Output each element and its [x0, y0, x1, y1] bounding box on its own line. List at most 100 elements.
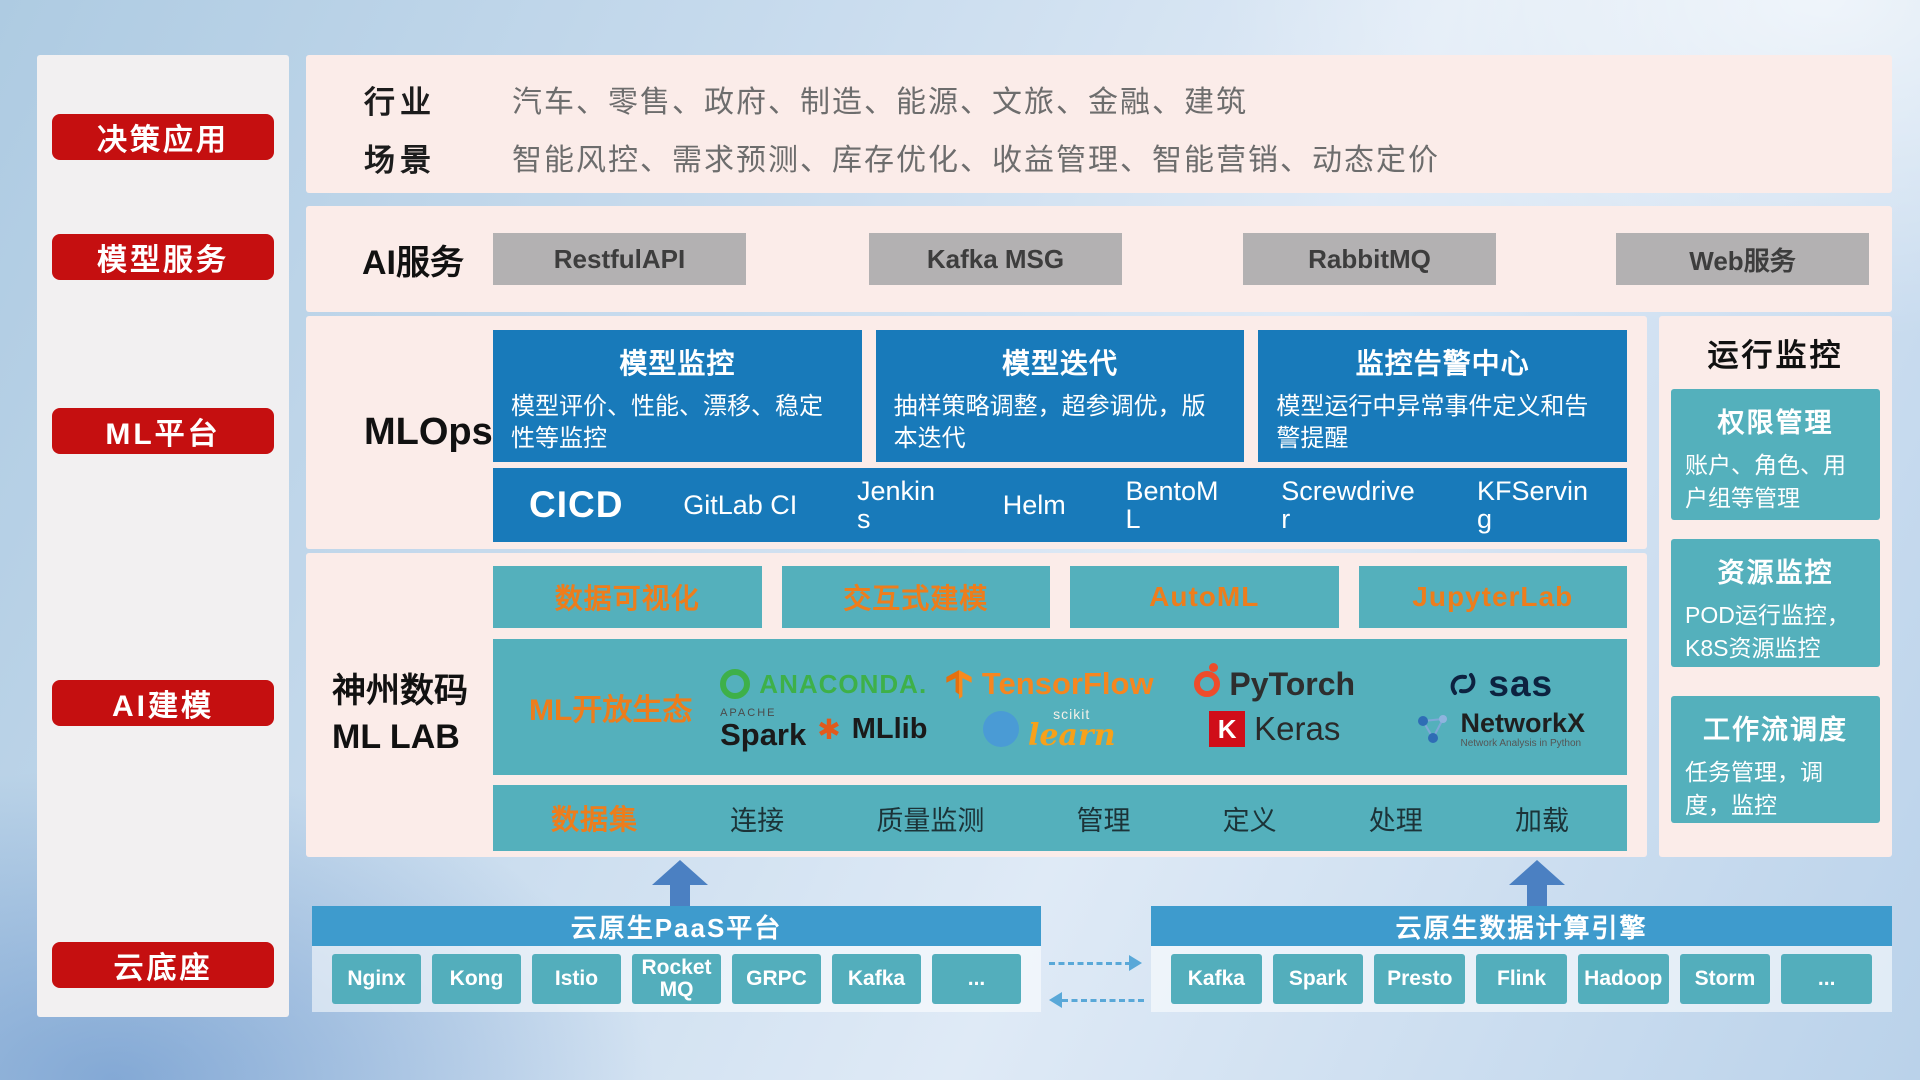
cicd-item-gitlab: GitLab CI [683, 489, 798, 520]
web-service-button: Web服务 [1616, 233, 1869, 285]
rabbitmq-button: RabbitMQ [1243, 233, 1496, 285]
dashed-arrow-left-head [1049, 992, 1062, 1008]
cicd-label: CICD [529, 484, 624, 525]
workflow-schedule-card: 工作流调度 任务管理，调度，监控 [1671, 696, 1880, 823]
ai-service-band: AI服务 RestfulAPI Kafka MSG RabbitMQ Web服务 [306, 206, 1892, 312]
networkx-wordmark: NetworkX Network Analysis in Python [1460, 708, 1585, 750]
mlops-band: MLOps 模型监控 模型评价、性能、漂移、稳定性等监控 模型迭代 抽样策略调整… [306, 316, 1647, 549]
cicd-item-kfserving: KFServing [1476, 475, 1588, 534]
cicd-item-jenkins: Jenkins [856, 475, 936, 534]
sidebar-item-ai-modeling: AI建模 [52, 680, 274, 726]
scikit-learn-logo: scikit learn [982, 707, 1116, 751]
industry-band: 行业 汽车、零售、政府、制造、能源、文旅、金融、建筑 场景 智能风控、需求预测、… [306, 55, 1892, 193]
restfulapi-button: RestfulAPI [493, 233, 746, 285]
model-iteration-card: 模型迭代 抽样策略调整，超参调优，版本迭代 [875, 330, 1245, 462]
industry-label: 行业 [364, 84, 436, 120]
sas-text: sas [1488, 663, 1554, 704]
mllib-text: MLlib [851, 712, 928, 745]
card-desc: 账户、角色、用户组等管理 [1685, 452, 1846, 511]
keras-logo: K Keras [1209, 710, 1340, 748]
data-visualization-button: 数据可视化 [493, 566, 762, 628]
card-desc: 任务管理，调度，监控 [1685, 759, 1823, 818]
spark-chip: Spark [1272, 954, 1364, 1004]
left-sidebar: 决策应用 模型服务 ML平台 AI建模 云底座 [37, 55, 289, 1017]
kong-chip: Kong [432, 954, 521, 1004]
anaconda-icon [720, 669, 751, 699]
networkx-subtext: Network Analysis in Python [1460, 738, 1582, 750]
cicd-item-bentoml: BentoML [1125, 475, 1219, 534]
hadoop-chip: Hadoop [1577, 954, 1669, 1004]
paas-platform-bar: 云原生PaaS平台 [312, 906, 1041, 946]
paas-chip-strip: Nginx Kong Istio RocketMQ GRPC Kafka ... [312, 946, 1041, 1012]
dataset-item-load: 加载 [1514, 805, 1569, 836]
runtime-monitor-panel: 运行监控 权限管理 账户、角色、用户组等管理 资源监控 POD运行监控，K8S资… [1659, 316, 1892, 857]
pytorch-logo: PyTorch [1194, 663, 1356, 703]
permission-card: 权限管理 账户、角色、用户组等管理 [1671, 389, 1880, 520]
learn-text: learn [1027, 718, 1116, 753]
up-arrow-right [1509, 860, 1565, 906]
networkx-logo: NetworkX Network Analysis in Python [1415, 708, 1585, 750]
card-desc: 模型评价、性能、漂移、稳定性等监控 [511, 393, 823, 453]
dataset-row: 数据集 连接 质量监测 管理 定义 处理 加载 [493, 785, 1627, 851]
pytorch-text: PyTorch [1229, 665, 1356, 702]
dashed-arrow-right-line [1049, 962, 1131, 965]
card-desc: POD运行监控，K8S资源监控 [1685, 602, 1850, 661]
anaconda-text: ANACONDA. [759, 668, 928, 699]
engine-more-chip: ... [1781, 954, 1873, 1004]
card-title: 工作流调度 [1703, 715, 1848, 745]
model-monitoring-card: 模型监控 模型评价、性能、漂移、稳定性等监控 [493, 330, 862, 462]
dataset-item-define: 定义 [1222, 805, 1277, 836]
card-desc: 抽样策略调整，超参调优，版本迭代 [893, 393, 1206, 453]
dashed-arrow-left-line [1062, 999, 1144, 1002]
sidebar-item-cloud-base: 云底座 [52, 942, 274, 988]
cicd-row: CICD GitLab CI Jenkins Helm BentoML Scre… [493, 468, 1627, 542]
kafka-chip: Kafka [832, 954, 921, 1004]
presto-chip: Presto [1374, 954, 1466, 1004]
networkx-icon [1418, 715, 1448, 743]
mllab-tools-row: 数据可视化 交互式建模 AutoML JupyterLab [493, 566, 1627, 628]
spark-text: Spark [720, 717, 807, 752]
mllab-band: 神州数码 ML LAB 数据可视化 交互式建模 AutoML JupyterLa… [306, 553, 1647, 857]
kafka-msg-button: Kafka MSG [869, 233, 1122, 285]
card-title: 权限管理 [1717, 408, 1834, 438]
tensorflow-text: TensorFlow [981, 666, 1154, 701]
keras-text: Keras [1254, 710, 1341, 747]
ecosystem-logos: ANACONDA. TensorFlow PyTorch [711, 663, 1613, 751]
runtime-monitor-title: 运行监控 [1707, 338, 1844, 373]
sas-logo: sas [1447, 663, 1553, 705]
sas-icon [1451, 673, 1476, 695]
scikit-text: scikit [1053, 706, 1091, 722]
dashed-arrow-right-head [1129, 955, 1142, 971]
dataset-label: 数据集 [551, 804, 639, 835]
scenario-label: 场景 [364, 142, 436, 178]
grpc-chip: GRPC [732, 954, 821, 1004]
sidebar-item-decision-apps: 决策应用 [52, 114, 274, 160]
card-title: 资源监控 [1717, 558, 1834, 588]
tensorflow-icon [946, 669, 972, 699]
interactive-modeling-button: 交互式建模 [781, 566, 1050, 628]
ai-service-label: AI服务 [362, 243, 464, 282]
up-arrow-left [652, 860, 708, 906]
mllab-label-line2: ML LAB [332, 717, 460, 756]
more-chip: ... [932, 954, 1021, 1004]
storm-chip: Storm [1679, 954, 1771, 1004]
mllab-label-line1: 神州数码 [332, 672, 468, 710]
flink-chip: Flink [1476, 954, 1567, 1004]
keras-icon: K [1209, 711, 1246, 747]
nginx-chip: Nginx [332, 954, 421, 1004]
scenario-row: 场景 智能风控、需求预测、库存优化、收益管理、智能营销、动态定价 [364, 135, 1440, 179]
tensorflow-logo: TensorFlow [945, 666, 1154, 702]
scikit-learn-wordmark: scikit learn [1028, 707, 1116, 751]
dataset-item-connect: 连接 [730, 805, 785, 836]
data-engine-bar: 云原生数据计算引擎 [1151, 906, 1892, 946]
industry-row: 行业 汽车、零售、政府、制造、能源、文旅、金融、建筑 [364, 77, 1248, 121]
anaconda-logo: ANACONDA. [720, 669, 927, 700]
card-title: 模型监控 [619, 348, 736, 379]
automl-button: AutoML [1070, 566, 1339, 628]
mlops-cards: 模型监控 模型评价、性能、漂移、稳定性等监控 模型迭代 抽样策略调整，超参调优，… [493, 330, 1628, 462]
rocketmq-chip: RocketMQ [632, 954, 721, 1004]
spark-mllib-logo: APACHE Spark MLlib [720, 708, 928, 752]
spark-wordmark: APACHE Spark [720, 708, 807, 752]
card-desc: 模型运行中异常事件定义和告警提醒 [1276, 393, 1589, 453]
sidebar-item-ml-platform: ML平台 [52, 408, 274, 454]
